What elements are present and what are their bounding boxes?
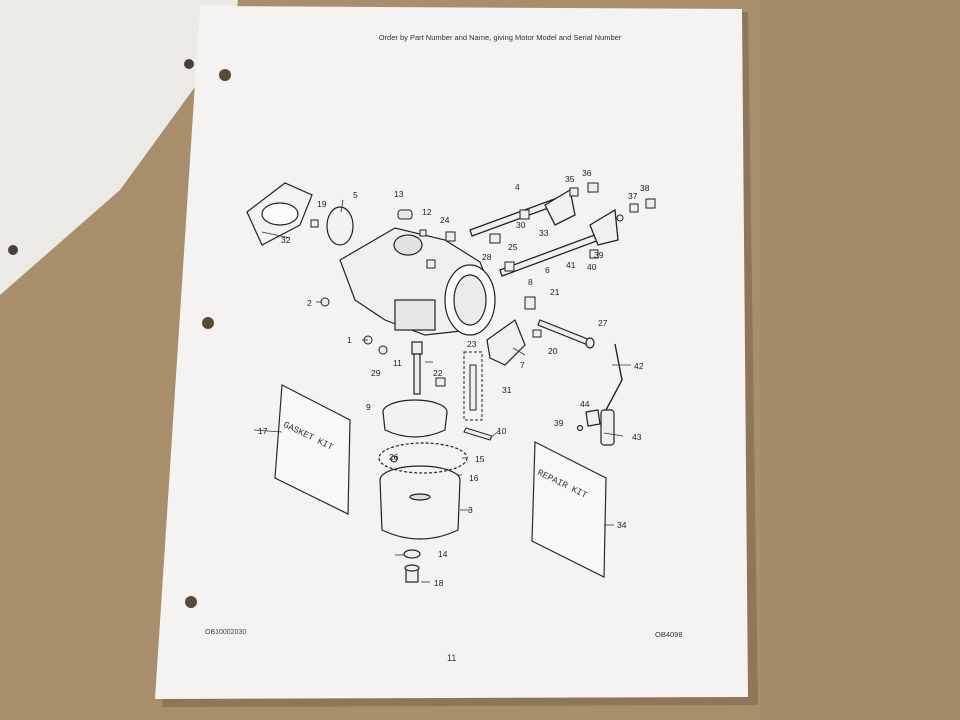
callout: 23 [467, 339, 477, 349]
callout: 2 [307, 298, 312, 308]
callout: 34 [617, 520, 627, 530]
drain-screw [403, 549, 421, 583]
callout: 15 [475, 454, 485, 464]
callout: 39 [554, 418, 564, 428]
diaphragm [326, 206, 354, 246]
callout: 40 [587, 262, 597, 272]
needle-assembly [463, 351, 483, 421]
pin-10 [463, 427, 493, 441]
callout: 13 [394, 189, 404, 199]
page-number: 11 [447, 653, 457, 663]
callout: 32 [281, 235, 291, 245]
needle-11 [411, 341, 423, 395]
callout: 6 [545, 265, 550, 275]
callout: 9 [366, 402, 371, 412]
lever-7 [486, 319, 526, 366]
manual-page [155, 6, 748, 699]
callout: 30 [516, 220, 526, 230]
callout: 36 [582, 168, 592, 178]
callout: 3 [468, 505, 473, 515]
callout: 29 [371, 368, 381, 378]
callout: 24 [440, 215, 450, 225]
callout: 41 [566, 260, 576, 270]
callout: 39 [594, 250, 604, 260]
gasket-kit-card [274, 384, 351, 515]
doc-code-left: OB10002030 [205, 629, 247, 636]
callout: 25 [508, 242, 518, 252]
callout: 5 [353, 190, 358, 200]
callout: 42 [634, 361, 644, 371]
callout: 10 [497, 426, 507, 436]
callout: 17 [258, 426, 268, 436]
callout: 44 [580, 399, 590, 409]
throttle-shafts [469, 188, 619, 277]
callout: 38 [640, 183, 650, 193]
punch-hole [184, 59, 194, 69]
doc-code-right: OB4098 [655, 630, 683, 639]
callout: 12 [422, 207, 432, 217]
callout: 26 [389, 452, 399, 462]
callout: 7 [520, 360, 525, 370]
callout: 33 [539, 228, 549, 238]
callout: 22 [433, 368, 443, 378]
punch-hole [219, 69, 231, 81]
float-bowl [378, 442, 468, 540]
callout: 11 [393, 358, 402, 368]
callout: 18 [434, 578, 444, 588]
callout: 37 [628, 191, 638, 201]
gasket-32 [246, 182, 313, 246]
callout: 20 [548, 346, 558, 356]
repair-kit-card [531, 441, 607, 578]
choke-wire [605, 343, 623, 411]
callout: 1 [347, 335, 352, 345]
callout: 19 [317, 199, 327, 209]
carburetor-body [339, 227, 496, 336]
punch-hole [202, 317, 214, 329]
callout: 16 [469, 473, 479, 483]
float [382, 399, 448, 438]
callout: 14 [438, 549, 448, 559]
page-header: Order by Part Number and Name, giving Mo… [378, 33, 622, 42]
callout: 28 [482, 252, 492, 262]
callout: 31 [502, 385, 512, 395]
punch-hole [185, 596, 197, 608]
punch-hole [8, 245, 18, 255]
callout: 21 [550, 287, 560, 297]
cap-13 [397, 209, 413, 220]
leader-lines [253, 199, 631, 583]
background-sheet [0, 0, 238, 295]
weight-43 [576, 409, 615, 446]
callout: 4 [515, 182, 520, 192]
callout: 43 [632, 432, 642, 442]
screw-27 [537, 319, 595, 349]
callout: 27 [598, 318, 608, 328]
callout: 8 [528, 277, 533, 287]
small-parts [310, 182, 656, 463]
callout-labels: 1 2 3 4 5 6 7 8 9 10 11 12 13 14 15 16 1… [258, 168, 650, 588]
callout: 35 [565, 174, 575, 184]
